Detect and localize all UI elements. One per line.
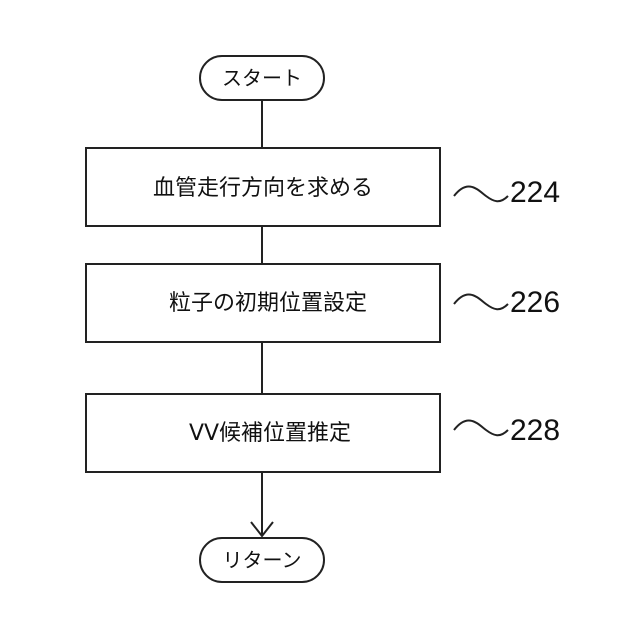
reference-number-3: 228	[510, 414, 560, 447]
start-terminal: スタート	[200, 56, 324, 100]
reference-number-2: 226	[510, 286, 560, 319]
step-1-label: 血管走行方向を求める	[153, 176, 373, 201]
process-step-3: VV候補位置推定	[86, 394, 440, 472]
process-step-2: 粒子の初期位置設定	[86, 264, 440, 342]
leader-line-1	[454, 186, 508, 201]
start-label: スタート	[222, 66, 302, 90]
step-2-label: 粒子の初期位置設定	[169, 291, 367, 316]
reference-number-1: 224	[510, 176, 560, 209]
leader-line-3	[454, 420, 508, 435]
process-step-1: 血管走行方向を求める	[86, 148, 440, 226]
step-3-label: VV候補位置推定	[189, 421, 351, 446]
end-terminal: リターン	[200, 538, 324, 582]
end-label: リターン	[223, 548, 302, 572]
leader-line-2	[454, 294, 508, 309]
